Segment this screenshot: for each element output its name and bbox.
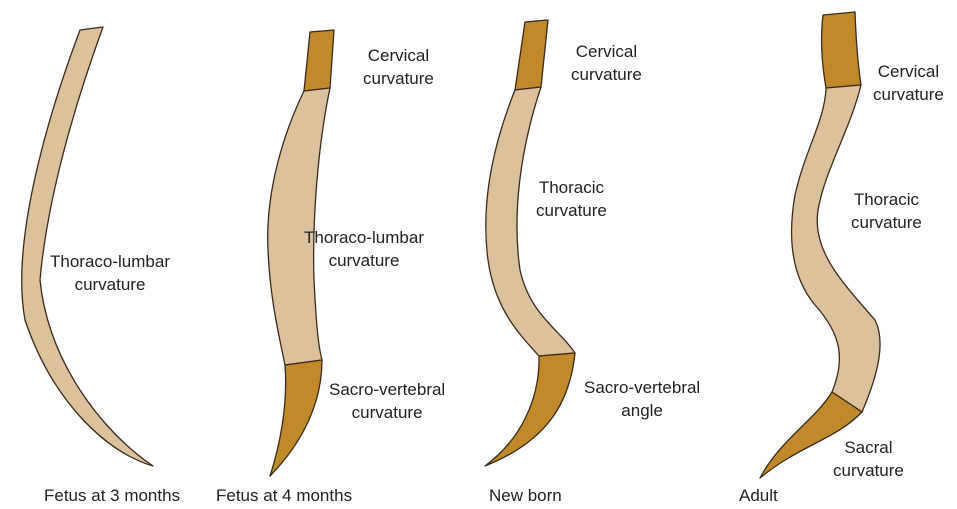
label-line: curvature: [571, 63, 642, 86]
caption-new-born: New born: [489, 486, 562, 506]
label-line: curvature: [851, 211, 922, 234]
label-cervical-curvature: Cervical curvature: [873, 60, 944, 106]
label-line: Sacro-vertebral: [584, 376, 700, 399]
spine-adult: [760, 12, 880, 478]
label-line: Sacral: [833, 436, 904, 459]
label-thoracic-curvature: Thoracic curvature: [536, 176, 607, 222]
label-sacro-vertebral-angle: Sacro-vertebral angle: [584, 376, 700, 422]
label-line: curvature: [50, 273, 170, 296]
label-thoraco-lumbar-curvature: Thoraco-lumbar curvature: [304, 226, 424, 272]
label-line: Thoracic: [536, 176, 607, 199]
label-line: Cervical: [363, 44, 434, 67]
cervical-segment: [304, 30, 334, 91]
label-cervical-curvature: Cervical curvature: [571, 40, 642, 86]
label-line: Thoracic: [851, 188, 922, 211]
cervical-segment: [822, 12, 861, 88]
label-line: curvature: [329, 401, 445, 424]
caption-adult: Adult: [739, 486, 778, 506]
spine-fetus-3-months: [22, 27, 153, 466]
thoracic-segment: [792, 85, 881, 412]
label-line: Thoraco-lumbar: [50, 250, 170, 273]
sacro-vertebral-segment: [485, 353, 575, 466]
label-line: angle: [584, 399, 700, 422]
label-line: curvature: [363, 67, 434, 90]
spine-new-born: [485, 20, 575, 466]
label-line: curvature: [833, 459, 904, 482]
label-sacro-vertebral-curvature: Sacro-vertebral curvature: [329, 378, 445, 424]
thoraco-lumbar-segment: [22, 27, 153, 466]
label-line: Sacro-vertebral: [329, 378, 445, 401]
cervical-segment: [515, 20, 548, 90]
label-thoracic-curvature: Thoracic curvature: [851, 188, 922, 234]
label-cervical-curvature: Cervical curvature: [363, 44, 434, 90]
label-line: curvature: [873, 83, 944, 106]
label-line: Thoraco-lumbar: [304, 226, 424, 249]
label-line: Cervical: [571, 40, 642, 63]
label-thoraco-lumbar-curvature: Thoraco-lumbar curvature: [50, 250, 170, 296]
caption-fetus-4-months: Fetus at 4 months: [216, 486, 352, 506]
caption-fetus-3-months: Fetus at 3 months: [44, 486, 180, 506]
label-line: Cervical: [873, 60, 944, 83]
sacro-vertebral-segment: [270, 360, 322, 476]
label-line: curvature: [304, 249, 424, 272]
label-sacral-curvature: Sacral curvature: [833, 436, 904, 482]
label-line: curvature: [536, 199, 607, 222]
